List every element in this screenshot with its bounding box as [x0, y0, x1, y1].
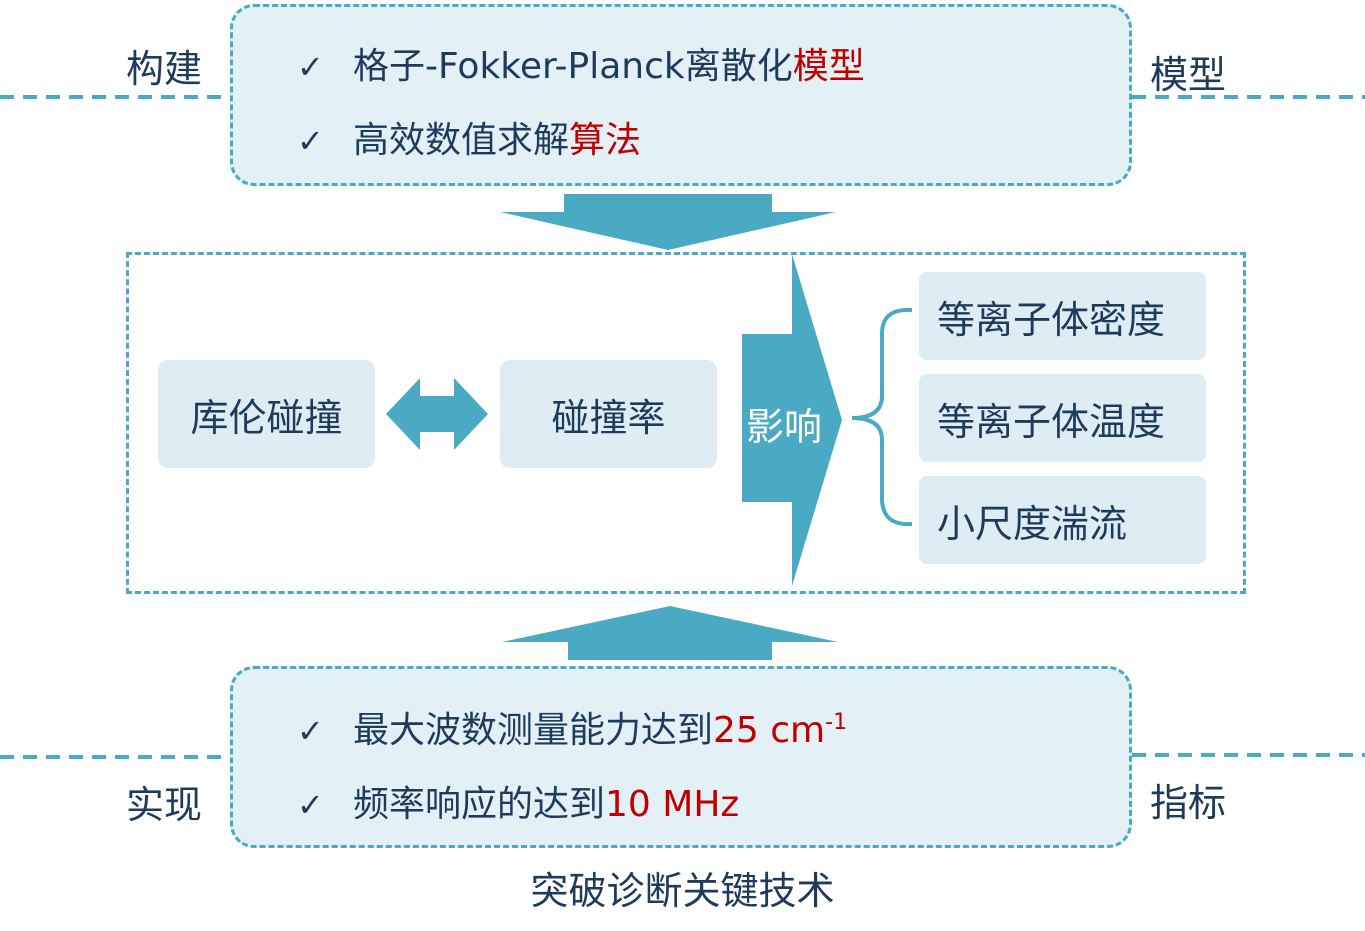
influence-label: 影响 [746, 405, 823, 449]
checkmark-icon: ✓ [297, 48, 324, 86]
checkmark-icon: ✓ [297, 786, 324, 824]
top-panel: ✓ 格子-Fokker-Planck离散化模型 ✓ 高效数值求解算法 [230, 4, 1132, 186]
bottom-item-1: ✓ 最大波数测量能力达到25 cm-1 [297, 701, 847, 753]
node-coulomb-collision: 库伦碰撞 [158, 360, 375, 468]
bottom-item-1-superscript: -1 [825, 710, 848, 735]
bottom-item-1-highlight: 25 cm [713, 710, 826, 751]
top-item-2-highlight: 算法 [569, 120, 642, 161]
middle-frame [126, 252, 1246, 594]
checkmark-icon: ✓ [297, 712, 324, 750]
double-arrow-icon [386, 378, 488, 450]
top-item-1-highlight: 模型 [792, 46, 865, 87]
bottom-item-1-text: 最大波数测量能力达到 [353, 710, 714, 751]
bottom-panel: ✓ 最大波数测量能力达到25 cm-1 ✓ 频率响应的达到10 MHz [230, 666, 1132, 848]
result-small-scale-turbulence: 小尺度湍流 [919, 476, 1206, 564]
bottom-left-label: 实现 [126, 783, 203, 827]
result-plasma-temperature: 等离子体温度 [919, 374, 1206, 462]
top-item-1: ✓ 格子-Fokker-Planck离散化模型 [297, 37, 865, 89]
influence-arrow-icon [742, 254, 842, 586]
curly-brace-icon [851, 307, 913, 527]
top-left-label: 构建 [126, 47, 203, 91]
top-right-label: 模型 [1150, 53, 1227, 97]
node-collision-rate: 碰撞率 [500, 360, 717, 468]
down-arrow-icon [500, 194, 836, 250]
bottom-item-2-text: 频率响应的达到 [353, 784, 606, 825]
bottom-right-label: 指标 [1150, 781, 1227, 825]
bottom-item-2-highlight: 10 MHz [605, 784, 740, 825]
up-arrow-icon [502, 606, 838, 660]
top-item-2-text: 高效数值求解 [353, 120, 570, 161]
bottom-item-2: ✓ 频率响应的达到10 MHz [297, 775, 739, 827]
bottom-caption: 突破诊断关键技术 [530, 869, 835, 913]
result-plasma-density: 等离子体密度 [919, 272, 1206, 360]
top-item-1-text: 格子-Fokker-Planck离散化 [353, 46, 793, 87]
top-item-2: ✓ 高效数值求解算法 [297, 111, 641, 163]
checkmark-icon: ✓ [297, 122, 324, 160]
